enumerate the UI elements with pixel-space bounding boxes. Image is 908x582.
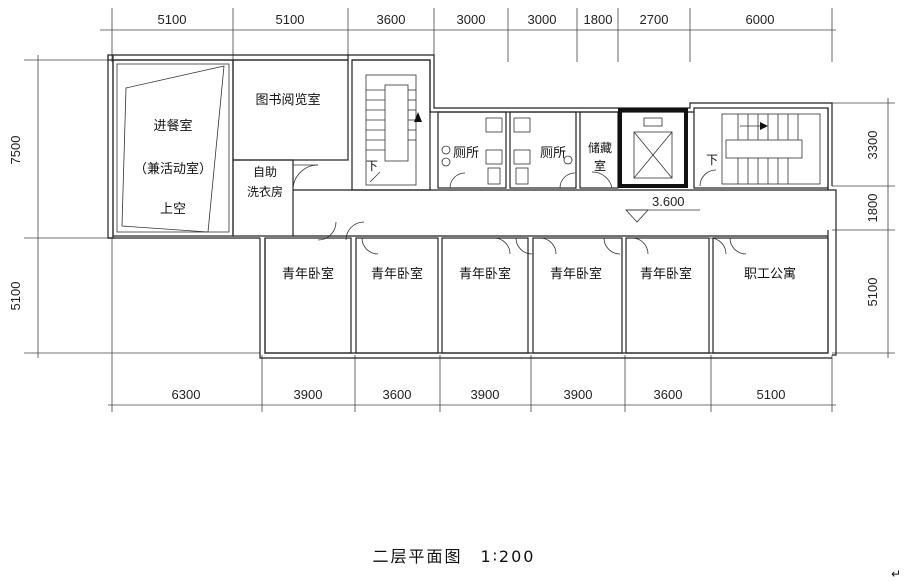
dining-room-note: （兼活动室）	[134, 161, 212, 177]
stair-arrow-icon	[414, 112, 422, 122]
storage-label-line2: 室	[594, 158, 606, 173]
right-dim-1: 3300	[865, 131, 880, 160]
stair-1-down-label: 下	[366, 159, 378, 173]
laundry-label-line2: 洗衣房	[247, 184, 283, 199]
bedroom-3-label: 青年卧室	[459, 266, 511, 282]
stair-2-arrow-icon	[760, 122, 768, 130]
right-dim-2: 1800	[865, 194, 880, 223]
elevator-shaft	[618, 108, 688, 188]
corridor	[293, 189, 828, 237]
bedroom-2: 青年卧室	[355, 237, 439, 354]
exterior-walls	[107, 54, 837, 359]
toilet-1-label: 厕所	[453, 146, 479, 161]
library-room: 图书阅览室	[232, 59, 349, 161]
laundry-room: 自助 洗衣房	[232, 159, 319, 237]
dining-void-label: 上空	[160, 202, 186, 217]
top-dimension-chain: 5100 5100 3600 3000 3000 1800 2700 6000	[100, 8, 836, 62]
bedroom-5: 青年卧室	[625, 237, 710, 354]
toilet-2: 厕所	[509, 111, 577, 189]
drawing-caption: 二层平面图 1∶200	[373, 547, 536, 566]
top-dim-6: 1800	[584, 12, 613, 27]
bedroom-4-label: 青年卧室	[550, 266, 602, 282]
elevation-label: 3.600	[652, 194, 685, 209]
dining-room-label: 进餐室	[153, 118, 192, 134]
laundry-label-line1: 自助	[253, 165, 277, 179]
toilet-1: 厕所	[437, 111, 507, 189]
bottom-dim-2: 3900	[294, 387, 323, 402]
right-dim-3: 5100	[865, 278, 880, 307]
right-dimension-chain: 3300 1800 5100	[832, 98, 895, 358]
bottom-dim-7: 5100	[757, 387, 786, 402]
top-dim-4: 3000	[457, 12, 486, 27]
dining-room: 进餐室 （兼活动室） 上空	[112, 59, 234, 237]
bedroom-5-label: 青年卧室	[640, 266, 692, 282]
bottom-dim-5: 3900	[564, 387, 593, 402]
top-dim-2: 5100	[276, 12, 305, 27]
elevation-marker: 3.600	[625, 194, 700, 223]
left-dimension-chain: 7500 5100	[8, 55, 260, 358]
bottom-dim-6: 3600	[654, 387, 683, 402]
bottom-dimension-chain: 6300 3900 3600 3900 3900 3600 5100	[108, 238, 836, 412]
bottom-dim-1: 6300	[172, 387, 201, 402]
stair-2-down-label: 下	[706, 153, 718, 167]
bedroom-1-label: 青年卧室	[282, 266, 334, 282]
bottom-dim-4: 3900	[471, 387, 500, 402]
top-dim-7: 2700	[640, 12, 669, 27]
bedroom-1: 青年卧室	[264, 237, 352, 354]
stair-1: 下	[351, 59, 431, 191]
storage-label-line1: 储藏	[588, 140, 612, 155]
staff-apartment: 职工公寓	[712, 237, 829, 354]
bottom-dim-3: 3600	[383, 387, 412, 402]
top-dim-5: 3000	[528, 12, 557, 27]
top-dim-8: 6000	[746, 12, 775, 27]
bedroom-4: 青年卧室	[532, 237, 623, 354]
staff-apartment-label: 职工公寓	[744, 266, 796, 282]
top-dim-1: 5100	[158, 12, 187, 27]
left-dim-1: 7500	[8, 136, 23, 165]
library-label: 图书阅览室	[255, 92, 320, 108]
top-dim-3: 3600	[377, 12, 406, 27]
corner-mark: ↵	[891, 567, 901, 581]
left-dim-2: 5100	[8, 282, 23, 311]
toilet-2-label: 厕所	[540, 146, 566, 161]
bedroom-2-label: 青年卧室	[371, 266, 423, 282]
stair-2: 下	[693, 107, 829, 189]
bedroom-3: 青年卧室	[441, 237, 529, 354]
storage-room: 储藏 室	[579, 111, 619, 189]
